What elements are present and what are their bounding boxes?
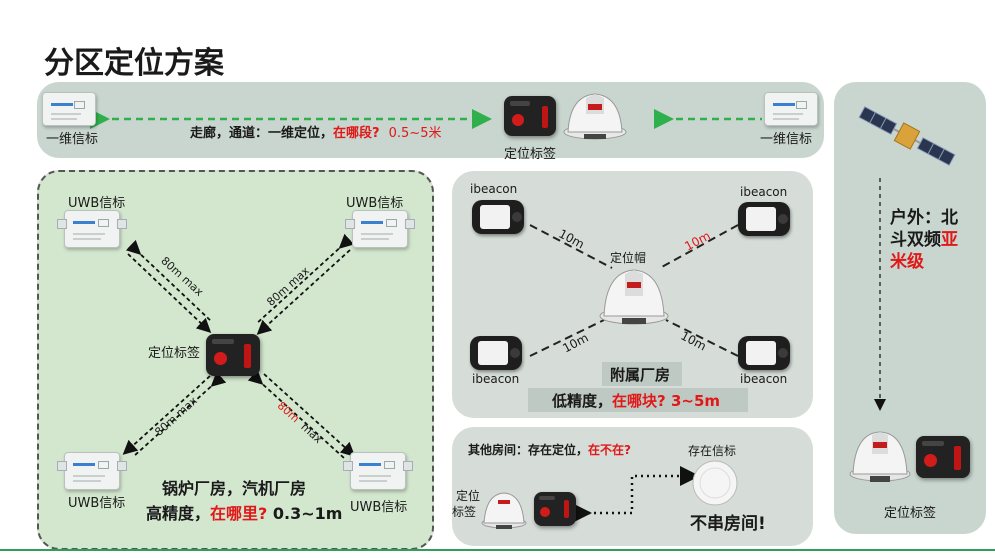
outdoor-text-line2-red: 亚 [941,230,958,250]
corridor-left-beacon-label: 一维信标 [46,132,99,147]
outdoor-tag-icon [916,436,970,478]
corridor-tag-icon [504,96,556,136]
outdoor-tag-label: 定位标签 [884,506,937,521]
ibeacon-caption-title: 附属厂房 [610,366,671,384]
corridor-left-beacon-icon [42,92,96,126]
ibeacon-caption-range: 3~5m [670,392,721,410]
uwb-tr-label: UWB信标 [346,196,404,211]
ibeacon-tr-label: ibeacon [740,185,788,199]
ibeacon-helmet-icon [599,269,669,325]
uwb-caption-accuracy: 高精度， [146,504,211,523]
presence-beacon-icon [692,460,738,506]
corridor-tag-label: 定位标签 [504,147,557,162]
presence-title-text: 其他房间：存在定位， [468,443,589,457]
corridor-right-beacon-icon [764,92,818,126]
ibeacon-caption-box: 附属厂房 低精度，在哪块? 3~5m [528,362,748,414]
uwb-bl-label: UWB信标 [68,496,126,511]
corridor-helmet-icon [563,93,627,140]
corridor-question: 在哪段? [333,126,380,141]
corridor-text: 走廊，通道：一维定位， [190,126,334,141]
outdoor-helmet-icon [849,431,911,482]
presence-title-question: 在不在? [588,443,631,457]
uwb-tl-label: UWB信标 [68,196,126,211]
outdoor-text-line1: 户外：北 [890,208,958,228]
outdoor-text-line2: 斗双频亚 [890,225,958,250]
uwb-tr-beacon-icon [345,210,415,248]
outdoor-text-line3: 米级 [890,252,924,272]
ibeacon-caption-accuracy: 低精度， [552,392,613,410]
page-title: 分区定位方案 [44,46,224,81]
presence-note: 不串房间! [690,514,766,534]
presence-tag-icon [534,492,576,526]
ibeacon-helmet-label: 定位帽 [610,251,647,265]
presence-helmet-icon [481,492,527,529]
ibeacon-bl-icon [470,336,522,370]
presence-tag-label-1: 定位 [456,489,481,503]
uwb-tag-icon [206,334,260,376]
uwb-caption-question: 在哪里? [210,504,268,523]
ibeacon-bl-label: ibeacon [472,372,520,386]
ibeacon-br-label: ibeacon [740,372,788,386]
uwb-tl-beacon-icon [57,210,127,248]
presence-beacon-label: 存在信标 [688,444,737,458]
ibeacon-tl-label: ibeacon [470,182,518,196]
corridor-range: 0.5~5米 [388,126,442,141]
uwb-bl-beacon-icon [57,452,127,490]
uwb-br-label: UWB信标 [350,500,408,515]
satellite-icon [858,106,956,166]
bottom-divider [0,549,995,551]
uwb-caption-line2: 高精度，在哪里? 0.3~1m [146,500,342,524]
ibeacon-br-icon [738,336,790,370]
ibeacon-tr-icon [738,202,790,236]
outdoor-text-line2-black: 斗双频 [890,230,941,250]
uwb-br-beacon-icon [343,452,413,490]
presence-title: 其他房间：存在定位，在不在? [468,441,631,458]
ibeacon-tl-icon [472,200,524,234]
corridor-description: 走廊，通道：一维定位，在哪段? 0.5~5米 [190,122,441,141]
ibeacon-caption-line: 低精度，在哪块? 3~5m [552,390,720,411]
uwb-tag-label: 定位标签 [148,346,201,361]
uwb-caption-line1: 锅炉厂房，汽机厂房 [162,479,307,498]
corridor-right-beacon-label: 一维信标 [760,132,813,147]
presence-tag-label-2: 标签 [452,505,477,519]
uwb-caption-range: 0.3~1m [272,504,343,523]
ibeacon-caption-question: 在哪块? [612,392,666,410]
